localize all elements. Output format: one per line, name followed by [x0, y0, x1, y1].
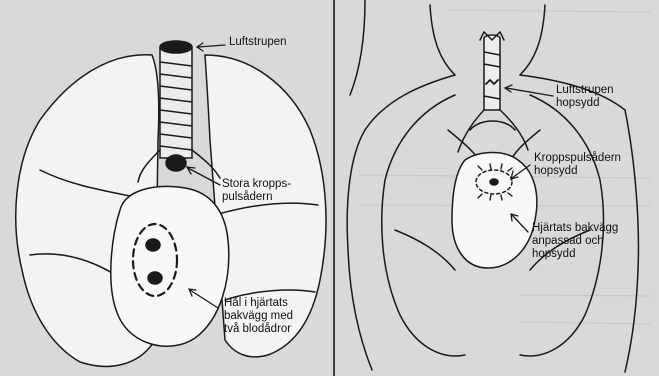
label-left-trachea: Luftstrupen — [229, 36, 287, 49]
label-heart-hole: Hål i hjärtats bakvägg med två blodådror — [224, 297, 293, 336]
label-left-aorta: Stora kropps- pulsådern — [222, 178, 291, 204]
label-left-aorta-line1: Stora kropps- — [222, 178, 291, 191]
label-heart-hole-line3: två blodådror — [224, 323, 293, 336]
label-left-aorta-line2: pulsådern — [222, 191, 291, 204]
label-right-aorta-line1: Kroppspulsådern — [534, 152, 621, 165]
left-aorta-stump — [166, 155, 186, 171]
label-right-aorta: Kroppspulsådern hopsydd — [534, 152, 621, 178]
label-right-heart-wall-line2: anpassad och — [532, 235, 618, 248]
label-right-trachea-line2: hopsydd — [556, 97, 614, 110]
left-heart — [111, 186, 229, 346]
label-right-heart-wall: Hjärtats bakvägg anpassad och hopsydd — [532, 222, 618, 261]
vessel-opening-upper — [146, 239, 160, 251]
label-heart-hole-line1: Hål i hjärtats — [224, 297, 293, 310]
label-right-trachea-line1: Luftstrupen — [556, 84, 614, 97]
label-heart-hole-line2: bakvägg med — [224, 310, 293, 323]
stitched-aorta-center — [490, 179, 498, 185]
label-right-heart-wall-line1: Hjärtats bakvägg — [532, 222, 618, 235]
label-right-trachea: Luftstrupen hopsydd — [556, 84, 614, 110]
vessel-opening-lower — [148, 272, 162, 284]
left-trachea-opening — [160, 41, 192, 53]
label-right-aorta-line2: hopsydd — [534, 165, 621, 178]
label-right-heart-wall-line3: hopsydd — [532, 248, 618, 261]
